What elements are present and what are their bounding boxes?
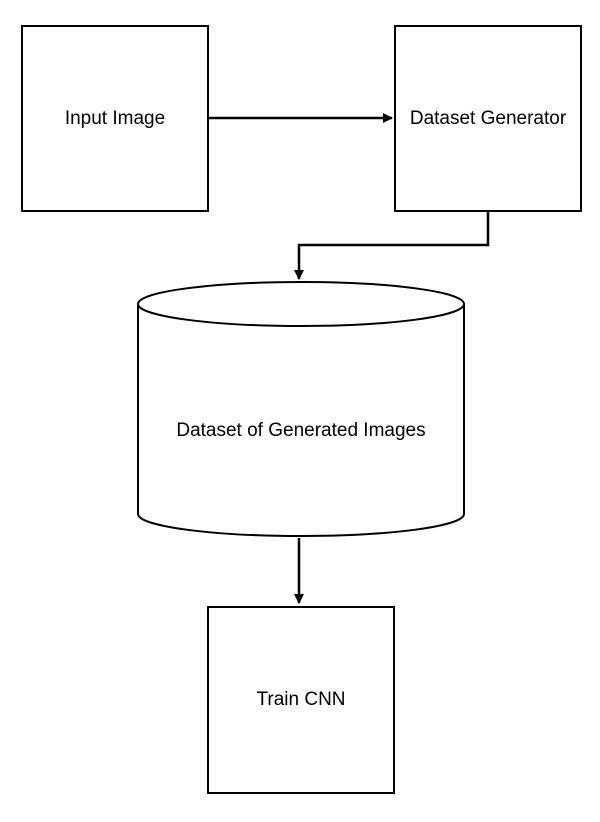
dataset-label: Dataset of Generated Images: [176, 420, 426, 441]
train-cnn-label: Train CNN: [256, 689, 346, 710]
dataset-cylinder: [137, 281, 465, 537]
dataset-generator-label: Dataset Generator: [409, 107, 567, 129]
dataset-generator-node: Dataset Generator: [394, 25, 582, 212]
edge-generator-to-dataset: [294, 212, 490, 280]
train-cnn-node: Train CNN: [207, 606, 395, 794]
input-image-node: Input Image: [21, 25, 209, 212]
input-image-label: Input Image: [64, 107, 166, 129]
